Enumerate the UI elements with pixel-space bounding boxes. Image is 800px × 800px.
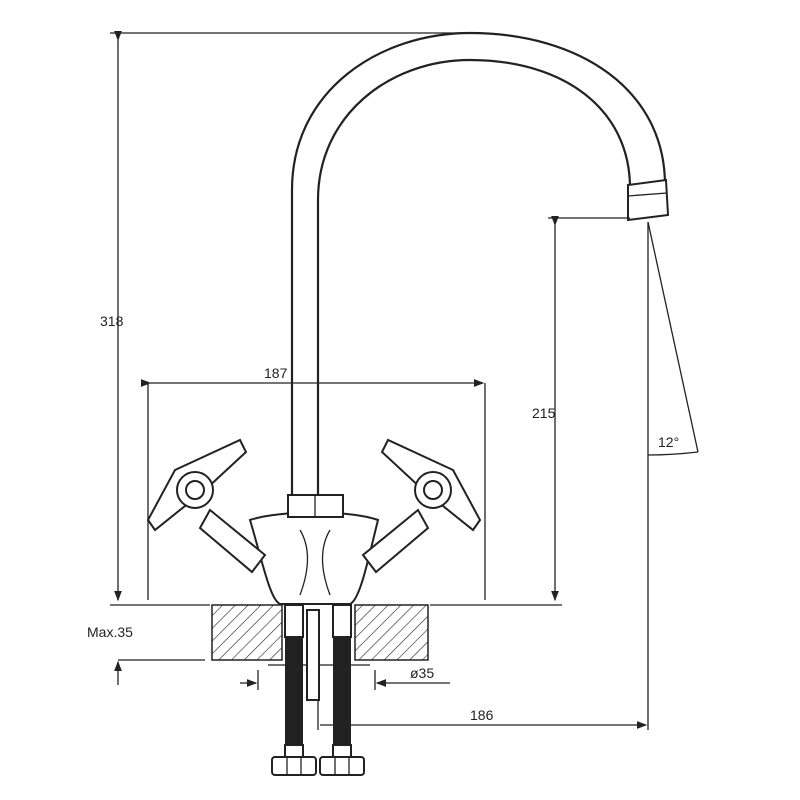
dimension-diameter: ø35 (240, 665, 450, 690)
dimension-186: 186 (317, 700, 648, 730)
dimension-max35-label: Max.35 (87, 624, 133, 640)
dimension-187: 187 (140, 365, 486, 600)
dimension-187-label: 187 (264, 365, 288, 381)
dimension-318-label: 318 (100, 313, 124, 329)
dimension-angle: 12° (647, 221, 699, 730)
dimension-max35: Max.35 (87, 624, 205, 685)
right-handle (361, 438, 482, 574)
countertop-section (211, 604, 429, 666)
dimension-318: 318 (100, 30, 470, 606)
dimension-186-label: 186 (470, 707, 494, 723)
faucet-body (248, 494, 380, 605)
left-handle (146, 438, 267, 574)
supply-hoses (271, 604, 365, 776)
dimension-215-label: 215 (532, 405, 556, 421)
dimension-angle-label: 12° (658, 434, 679, 450)
dimension-215: 215 (430, 215, 630, 606)
dimension-diameter-label: ø35 (410, 665, 434, 681)
spout (290, 31, 670, 495)
